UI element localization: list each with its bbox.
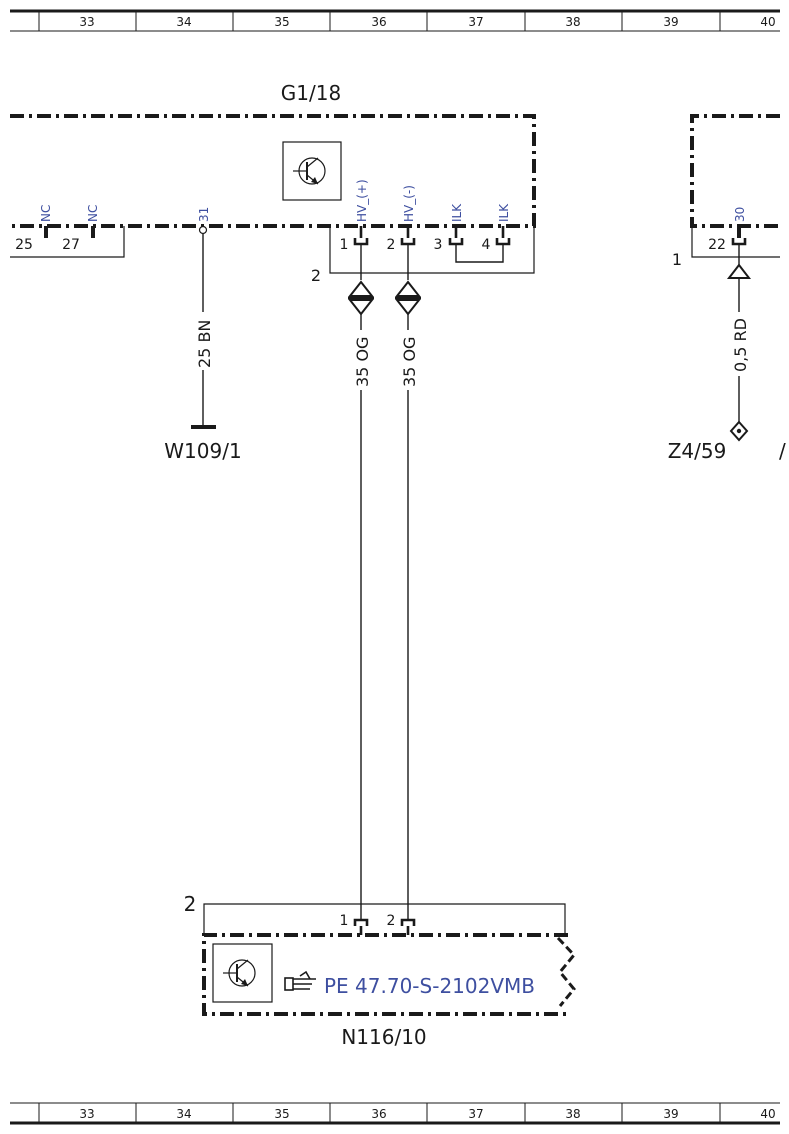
transistor-icon	[212, 943, 273, 1003]
ruler-cell: 39	[663, 15, 678, 29]
ruler-cell: 35	[274, 1107, 289, 1121]
break-line	[556, 936, 576, 1007]
connector-number: 2	[311, 266, 321, 285]
ruler-cell: 36	[371, 15, 386, 29]
ruler-cell: 34	[176, 15, 191, 29]
component-housing	[10, 114, 536, 228]
component-n116-10: 2 1 2 PE 47.70-S-2102VMB N116/10	[184, 892, 576, 1049]
hv-plus-wire: 35 OG	[347, 244, 375, 920]
top-ruler: 33 34 35 36 37 38 39 40	[10, 9, 780, 32]
component-label: W109/1	[164, 439, 241, 463]
signal-label: HV_(-)	[402, 185, 416, 222]
signal-label: NC	[39, 205, 53, 222]
transistor-icon	[282, 141, 342, 201]
ruler-cell: 37	[468, 15, 483, 29]
bottom-ruler: 33 34 35 36 37 38 39 40	[10, 1102, 780, 1125]
plug-icon	[726, 263, 752, 279]
connector-number: 2	[184, 892, 197, 916]
pin-number: 3	[434, 237, 443, 253]
wire-label: 35 OG	[353, 337, 372, 387]
pin-number: 2	[387, 237, 396, 253]
component-g1-18: G1/18 NC NC 25 27 31 2	[10, 81, 536, 285]
ruler-cell: 35	[274, 15, 289, 29]
ruler-cell: 34	[176, 1107, 191, 1121]
ruler-cell: 37	[468, 1107, 483, 1121]
ruler-cell: 33	[79, 15, 94, 29]
signal-label: NC	[86, 205, 100, 222]
interlock-bridge	[455, 244, 504, 263]
pin-number: 27	[62, 237, 80, 253]
component-label: N116/10	[341, 1025, 426, 1049]
signal-label: 31	[197, 207, 211, 222]
component-label: G1/18	[281, 81, 341, 105]
component-label: Z4/59	[668, 439, 727, 463]
component-housing	[202, 933, 568, 1016]
wire-label: 25 BN	[195, 320, 214, 368]
ruler-cell: 40	[760, 15, 775, 29]
signal-label: ILK	[450, 203, 464, 222]
pin-number: 2	[387, 913, 396, 929]
signal-label: ILK	[497, 203, 511, 222]
ground-wire: 25 BN W109/1	[164, 234, 242, 463]
ruler-cell: 36	[371, 1107, 386, 1121]
pin-number: 4	[482, 237, 491, 253]
hv-plug-icon	[347, 280, 375, 316]
ruler-cell: 40	[760, 1107, 775, 1121]
ruler-cell: 38	[565, 15, 580, 29]
hv-plug-icon	[394, 280, 422, 316]
reference-link[interactable]: PE 47.70-S-2102VMB	[324, 974, 535, 998]
wire-label: 35 OG	[400, 337, 419, 387]
splice-icon	[729, 420, 749, 442]
ruler-cell: 39	[663, 1107, 678, 1121]
pointing-hand-icon	[284, 970, 316, 991]
connector-number: 1	[672, 250, 682, 269]
component-right-module: 30 22 1	[672, 114, 780, 269]
supply-wire: 0,5 RD Z4/59 /	[668, 244, 786, 463]
signal-label: HV_(+)	[355, 179, 369, 222]
pin-number: 1	[340, 913, 349, 929]
ruler-cell: 33	[79, 1107, 94, 1121]
wire-label: 0,5 RD	[731, 318, 750, 372]
ruler-cell: 38	[565, 1107, 580, 1121]
pin-number: 22	[708, 237, 726, 253]
hv-minus-wire: 35 OG	[394, 244, 422, 920]
pin-number: 25	[15, 237, 33, 253]
signal-label: 30	[733, 207, 747, 222]
clipped-label: /	[779, 439, 786, 463]
pin-number: 1	[340, 237, 349, 253]
